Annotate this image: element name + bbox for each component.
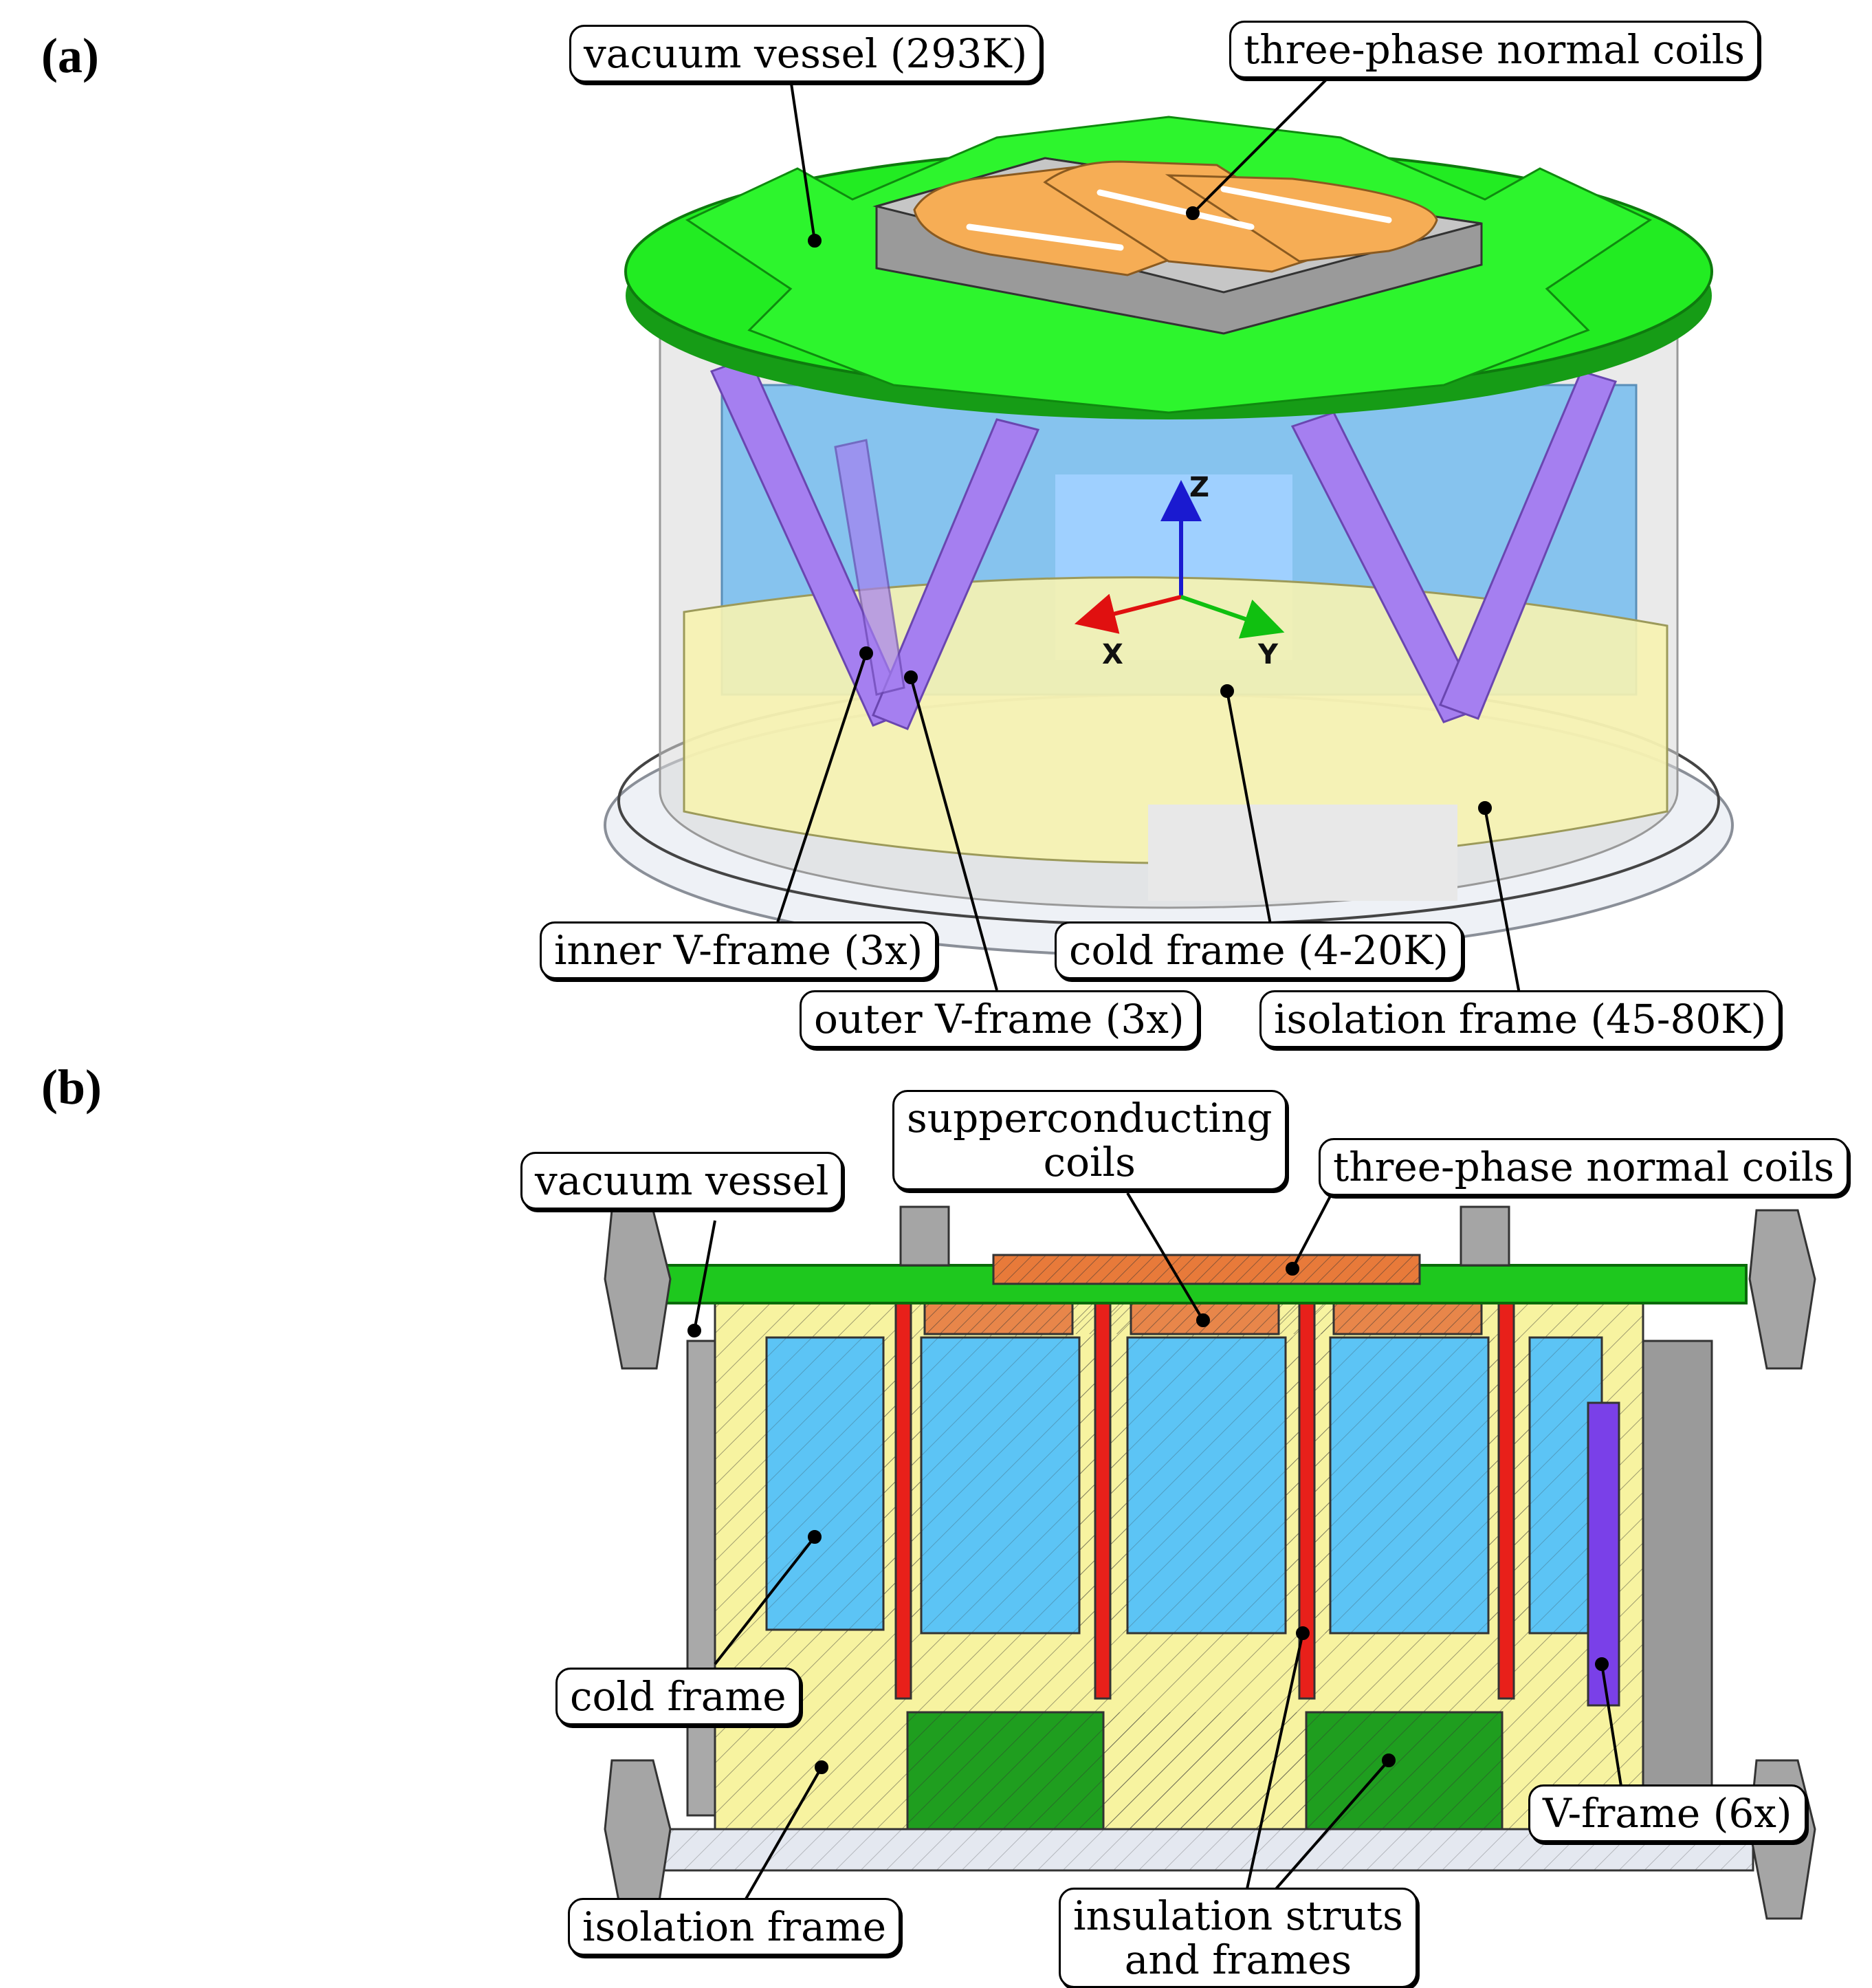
callout-b-isolation-frame: isolation frame — [568, 1898, 901, 1956]
isolation-frame-cutout — [1148, 805, 1457, 901]
blue-frame-blocks — [765, 1336, 1603, 1635]
outer-wall-right — [1642, 1340, 1713, 1817]
callout-b-insulation: insulation struts and frames — [1059, 1888, 1418, 1988]
y-axis-arrow — [1180, 595, 1285, 639]
panel-b-render — [604, 1189, 1816, 1920]
callout-a-vacuum-vessel: vacuum vessel (293K) — [569, 25, 1042, 83]
callout-b-v-frame: V-frame (6x) — [1528, 1784, 1807, 1842]
leader-lines-b — [687, 1189, 1624, 1905]
clamps — [604, 1205, 1816, 1920]
panel-a-render: Z X Y — [604, 71, 1734, 994]
leader-lines-a — [769, 71, 1521, 994]
callout-b-vacuum-vessel: vacuum vessel — [520, 1152, 844, 1210]
coil-slots — [966, 186, 1392, 251]
callout-a-outer-v-frame: outer V-frame (3x) — [800, 990, 1199, 1048]
callout-a-three-phase-coils: three-phase normal coils — [1229, 21, 1760, 78]
callout-b-superconducting-line2: coils — [1043, 1139, 1136, 1186]
callout-b-superconducting-line1: supperconducting — [907, 1095, 1273, 1142]
outer-wall-left — [686, 1340, 716, 1817]
x-axis-arrow — [1074, 593, 1182, 634]
callout-b-three-phase-coils: three-phase normal coils — [1319, 1138, 1849, 1196]
insulation-struts — [894, 1298, 1515, 1700]
callout-b-insulation-line1: insulation struts — [1073, 1892, 1403, 1939]
callout-a-isolation-frame: isolation frame (45-80K) — [1259, 990, 1781, 1048]
lower-green-blocks — [906, 1711, 1504, 1834]
callout-a-cold-frame: cold frame (4-20K) — [1055, 921, 1463, 979]
z-axis-label: Z — [1189, 472, 1209, 503]
v-frames-a — [709, 356, 1618, 730]
callout-a-inner-v-frame: inner V-frame (3x) — [540, 921, 938, 979]
coordinate-axes: Z X Y — [1074, 472, 1285, 670]
y-axis-label: Y — [1257, 639, 1279, 670]
callout-b-superconducting-coils: supperconducting coils — [892, 1090, 1287, 1190]
panel-b-label: (b) — [41, 1060, 102, 1115]
x-axis-label: X — [1102, 639, 1123, 670]
panel-a-label: (a) — [41, 28, 99, 83]
callout-b-insulation-line2: and frames — [1124, 1936, 1352, 1983]
callout-b-cold-frame: cold frame — [555, 1668, 801, 1725]
v-frame-purple — [1587, 1401, 1620, 1707]
